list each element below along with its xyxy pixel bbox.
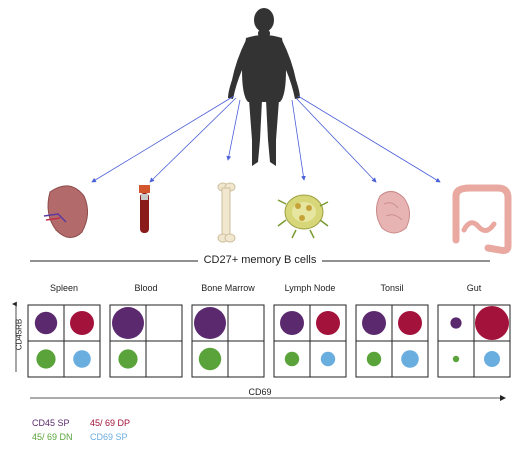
circle-cd45-sp: [362, 311, 386, 335]
lymph-node-icon: [277, 194, 329, 239]
tissue-label: Lymph Node: [284, 283, 336, 293]
circle-cd45-sp: [450, 317, 462, 329]
circle-dp-45-69: [398, 311, 422, 335]
circle-dp-45-69: [475, 306, 509, 340]
circle-cd69-sp: [73, 350, 91, 368]
legend-cd69-sp: CD69 SP: [90, 432, 128, 442]
arrow-gut: [297, 95, 441, 183]
spleen-icon: [43, 185, 88, 238]
blood-tube-icon: [139, 185, 150, 233]
grid-tonsil: [355, 304, 429, 378]
arrows: [91, 95, 441, 183]
x-axis-label: CD69: [248, 387, 272, 397]
grid-bone-marrow: [191, 304, 265, 378]
y-axis-label: CD45RB: [14, 318, 24, 351]
tissue-label: Spleen: [49, 283, 79, 293]
circle-dp-45-69: [316, 311, 340, 335]
x-axis-arrowhead: [500, 395, 506, 401]
circle-dn-45-69: [198, 347, 222, 371]
grid-gut: [437, 304, 511, 378]
grid-lymph-node: [273, 304, 347, 378]
legend-dp: 45/ 69 DP: [90, 418, 131, 428]
arrow-tonsil: [295, 97, 377, 183]
tissue-label: Bone Marrow: [201, 283, 255, 293]
tissue-grids: [27, 304, 511, 378]
circle-cd45-sp: [34, 311, 58, 335]
circle-dn-45-69: [452, 355, 460, 363]
circle-dn-45-69: [284, 351, 300, 367]
tissue-label: Blood: [134, 283, 158, 293]
circle-dn-45-69: [366, 351, 382, 367]
human-body-icon: [228, 8, 300, 166]
legend-dn: 45/ 69 DN: [32, 432, 73, 442]
circle-dn-45-69: [36, 349, 56, 369]
circle-cd45-sp: [194, 307, 226, 339]
title: CD27+ memory B cells: [0, 254, 520, 266]
circle-dn-45-69: [118, 349, 138, 369]
circle-dp-45-69: [70, 311, 94, 335]
tonsil-icon: [376, 191, 410, 234]
arrow-blood: [149, 97, 237, 183]
grid-spleen: [27, 304, 101, 378]
grid-blood: [109, 304, 183, 378]
circle-cd69-sp: [484, 351, 500, 367]
arrow-lymph: [291, 99, 306, 181]
arrow-spleen: [91, 95, 235, 183]
circle-cd69-sp: [401, 350, 419, 368]
circle-cd69-sp: [320, 351, 336, 367]
circle-cd45-sp: [280, 311, 304, 335]
tissue-label: Gut: [466, 283, 482, 293]
legend-cd45-sp: CD45 SP: [32, 418, 70, 428]
arrow-bone: [226, 99, 241, 161]
circle-cd45-sp: [112, 307, 144, 339]
gut-icon: [452, 184, 512, 254]
tissue-label: Tonsil: [380, 283, 404, 293]
bone-icon: [217, 182, 236, 243]
